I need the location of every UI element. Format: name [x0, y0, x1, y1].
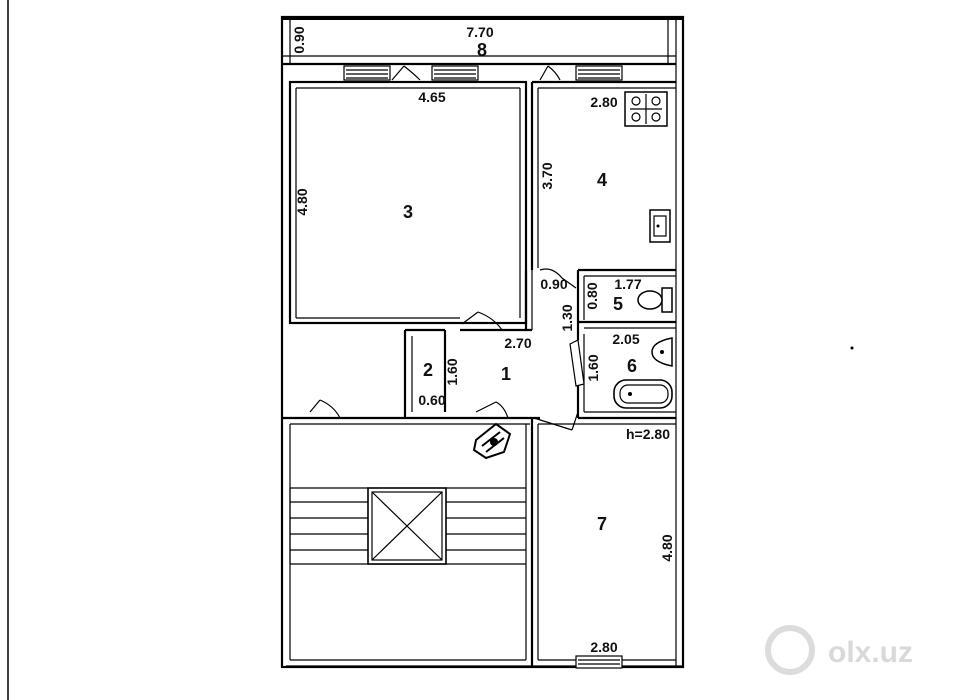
- door-entrance: [475, 401, 509, 419]
- staircase: [289, 418, 534, 666]
- dim-room2-height: 1.60: [444, 358, 460, 385]
- entry-meter-icon: [472, 422, 512, 460]
- dim-room2-width: 0.60: [418, 392, 445, 408]
- room-label-7: 7: [597, 514, 607, 534]
- window-top-right: [575, 65, 623, 81]
- room-label-3: 3: [403, 202, 413, 222]
- window-top-left: [343, 65, 391, 81]
- hall-walls: [282, 270, 540, 425]
- room-label-6: 6: [627, 356, 637, 376]
- room-label-5: 5: [613, 294, 623, 314]
- room-label-1: 1: [501, 364, 511, 384]
- dim-room4-height: 3.70: [539, 162, 555, 189]
- balcony-door-left: [391, 65, 421, 81]
- window-top-center: [431, 65, 479, 81]
- dim-room5-width: 1.77: [614, 276, 641, 292]
- dim-corridor-length: 1.30: [559, 304, 575, 331]
- stray-dot: [850, 346, 854, 350]
- dim-hall-width: 2.70: [504, 335, 531, 351]
- balcony-door-right: [539, 65, 561, 81]
- dim-room7-height: 4.80: [659, 534, 675, 561]
- dim-room3-width: 4.65: [418, 89, 445, 105]
- dim-room5-door: 0.90: [540, 276, 567, 292]
- dim-room6-side: 1.60: [585, 354, 601, 381]
- room-label-8: 8: [477, 40, 487, 60]
- room-3-walls: [288, 80, 528, 325]
- room-7-walls: [537, 423, 676, 661]
- balcony-8: [282, 20, 676, 66]
- dim-balcony-depth: 0.90: [291, 26, 307, 53]
- kitchen-sink-icon: [649, 209, 671, 243]
- bathtub-icon: [613, 379, 673, 409]
- door-stair: [309, 399, 341, 419]
- dim-balcony-length: 7.70: [466, 24, 493, 40]
- door-room-5: [539, 268, 577, 289]
- toilet-icon: [637, 287, 673, 313]
- dim-room7-width: 2.80: [590, 639, 617, 655]
- room-label-2: 2: [423, 360, 433, 380]
- ceiling-height: h=2.80: [626, 426, 670, 442]
- watermark: olx.uz: [765, 625, 913, 675]
- room-4-walls: [530, 80, 676, 270]
- wash-basin-icon: [651, 337, 673, 367]
- room-label-4: 4: [597, 170, 607, 190]
- dim-room4-width: 2.80: [590, 94, 617, 110]
- dim-room6-width: 2.05: [612, 331, 639, 347]
- door-room-3: [461, 311, 503, 331]
- window-bottom: [575, 655, 623, 669]
- stove-icon: [624, 91, 668, 127]
- bathroom-walls: [576, 268, 676, 420]
- door-room-7: [533, 411, 579, 431]
- watermark-text: olx.uz: [828, 636, 913, 669]
- door-room-6: [569, 339, 585, 387]
- dim-room5-depth: 0.80: [584, 282, 600, 309]
- dim-room3-height: 4.80: [294, 188, 310, 215]
